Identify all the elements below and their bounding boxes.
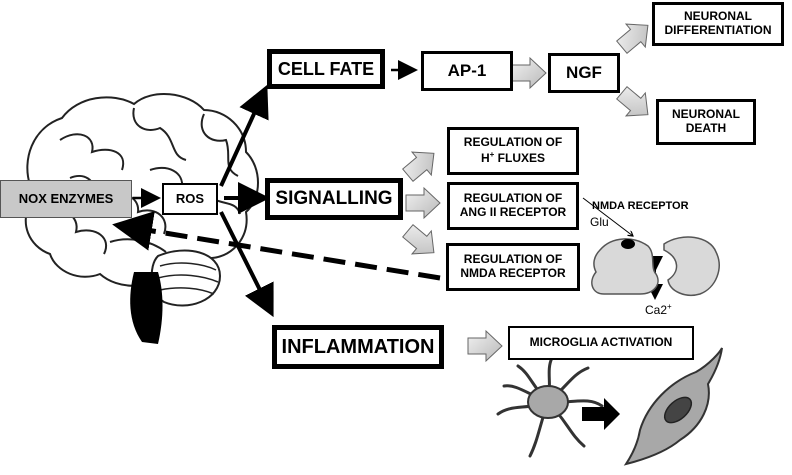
h-superscript: + bbox=[489, 150, 495, 159]
ap1-label: AP-1 bbox=[447, 61, 487, 81]
ngf-label: NGF bbox=[566, 63, 602, 83]
cell-fate-box: CELL FATE bbox=[267, 49, 385, 89]
cell-fate-label: CELL FATE bbox=[277, 58, 375, 79]
regulation-ang-line2: ANG II RECEPTOR bbox=[459, 205, 567, 219]
regulation-h-line1: REGULATION OF bbox=[463, 135, 563, 150]
neuronal-death-line1: NEURONAL bbox=[672, 107, 740, 122]
neuronal-death-box: NEURONAL DEATH bbox=[656, 99, 756, 145]
microglia-activation-label: MICROGLIA ACTIVATION bbox=[529, 335, 673, 350]
nox-enzymes-box: NOX ENZYMES bbox=[0, 180, 132, 218]
calcium-text: Ca2 bbox=[645, 303, 668, 317]
microglia-activated bbox=[623, 347, 723, 466]
calcium-superscript: + bbox=[667, 302, 672, 311]
fluxes-text: FLUXES bbox=[494, 151, 545, 165]
regulation-h-line2: H+ FLUXES bbox=[481, 150, 545, 166]
regulation-ang-ii-receptor-box: REGULATION OF ANG II RECEPTOR bbox=[447, 182, 579, 230]
nmda-receptor-illustration bbox=[591, 236, 720, 296]
regulation-nmda-line1: REGULATION OF bbox=[463, 252, 563, 267]
neuronal-differentiation-box: NEURONAL DIFFERENTIATION bbox=[652, 2, 784, 46]
ros-box: ROS bbox=[162, 183, 218, 215]
activation-arrow bbox=[582, 398, 620, 430]
regulation-nmda-receptor-box: REGULATION OF NMDA RECEPTOR bbox=[446, 243, 580, 291]
signalling-label: SIGNALLING bbox=[275, 188, 393, 210]
h-symbol: H bbox=[480, 151, 490, 165]
neuronal-death-line2: DEATH bbox=[685, 121, 727, 135]
microglia-resting-body bbox=[527, 385, 569, 419]
regulation-nmda-line2: NMDA RECEPTOR bbox=[460, 266, 566, 280]
glutamate-dot bbox=[621, 239, 635, 249]
ros-label: ROS bbox=[175, 190, 205, 206]
nmda-receptor-caption: NMDA RECEPTOR bbox=[592, 200, 689, 212]
block-arrows bbox=[402, 23, 649, 363]
brainstem bbox=[130, 272, 163, 344]
inflammation-box: INFLAMMATION bbox=[272, 325, 444, 369]
calcium-label: Ca2+ bbox=[645, 302, 672, 317]
microglia-activation-box: MICROGLIA ACTIVATION bbox=[508, 326, 694, 360]
ngf-box: NGF bbox=[548, 53, 620, 93]
regulation-h-fluxes-box: REGULATION OF H+ FLUXES bbox=[447, 127, 579, 175]
glu-label: Glu bbox=[590, 215, 609, 229]
inflammation-label: INFLAMMATION bbox=[281, 335, 435, 358]
regulation-ang-line1: REGULATION OF bbox=[463, 191, 563, 206]
neuronal-differentiation-line2: DIFFERENTIATION bbox=[664, 23, 772, 37]
neuronal-differentiation-line1: NEURONAL bbox=[684, 9, 752, 24]
ap1-box: AP-1 bbox=[421, 51, 513, 91]
nox-enzymes-label: NOX ENZYMES bbox=[18, 190, 114, 206]
signalling-box: SIGNALLING bbox=[265, 178, 403, 220]
microglia-resting bbox=[496, 356, 604, 458]
